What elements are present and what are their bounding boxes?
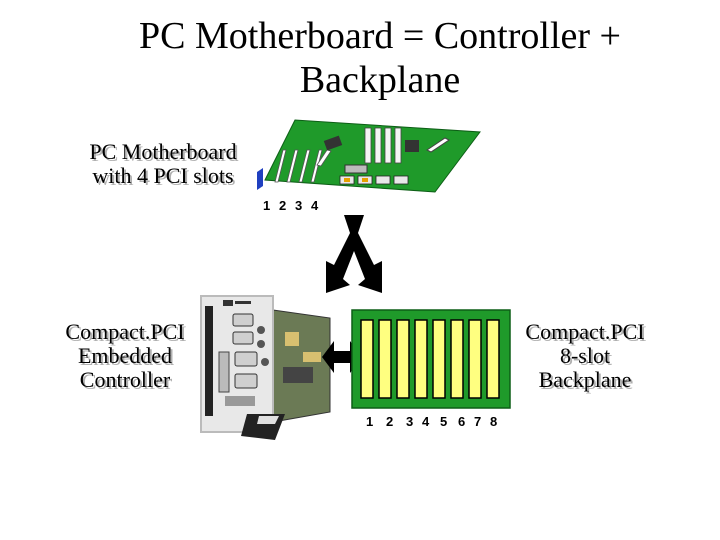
backplane-slot-number: 2	[386, 414, 394, 429]
motherboard-label-line-1: PC Motherboard	[89, 139, 237, 164]
motherboard-slot-number: 4	[311, 198, 319, 213]
backplane-slot-number: 6	[458, 414, 466, 429]
backplane-image	[351, 309, 511, 409]
backplane-label-line-3: Backplane	[538, 367, 632, 392]
controller-label-line-2: Embedded	[77, 343, 173, 368]
motherboard-slot-number: 3	[295, 198, 303, 213]
motherboard-image	[257, 119, 481, 193]
backplane-slot-number: 5	[440, 414, 448, 429]
backplane-slot-number: 7	[474, 414, 482, 429]
slide-title: PC Motherboard = Controller + Backplane	[0, 14, 720, 102]
backplane-slot	[468, 319, 482, 399]
backplane-slot-number: 3	[406, 414, 414, 429]
backplane-slot	[450, 319, 464, 399]
motherboard-slot-number: 1	[263, 198, 271, 213]
backplane-slot	[396, 319, 410, 399]
controller-label-line-1: Compact.PCI	[65, 319, 185, 344]
title-line-1: PC Motherboard = Controller +	[139, 15, 621, 57]
controller-image	[200, 295, 331, 440]
backplane-slot-number: 1	[366, 414, 374, 429]
backplane-slot	[378, 319, 392, 399]
backplane-label-line-1: Compact.PCI	[525, 319, 645, 344]
backplane-slot	[432, 319, 446, 399]
backplane-label: Compact.PCI 8-slot Backplane	[510, 320, 660, 392]
backplane-slot-number: 8	[490, 414, 498, 429]
backplane-label-line-2: 8-slot	[559, 343, 611, 368]
backplane-slot	[414, 319, 428, 399]
motherboard-slot-numbers: 1 2 3 4	[263, 198, 333, 214]
motherboard-slot-number: 2	[279, 198, 287, 213]
controller-label-line-3: Controller	[79, 367, 171, 392]
backplane-slot-number: 4	[422, 414, 430, 429]
motherboard-label: PC Motherboard with 4 PCI slots	[78, 140, 248, 188]
motherboard-label-line-2: with 4 PCI slots	[92, 163, 234, 188]
controller-label: Compact.PCI Embedded Controller	[40, 320, 210, 392]
backplane-slot-numbers: 1 2 3 4 5 6 7 8	[366, 414, 506, 430]
backplane-slot	[486, 319, 500, 399]
backplane-slot	[360, 319, 374, 399]
title-line-2: Backplane	[299, 59, 461, 101]
split-arrow	[326, 215, 382, 293]
